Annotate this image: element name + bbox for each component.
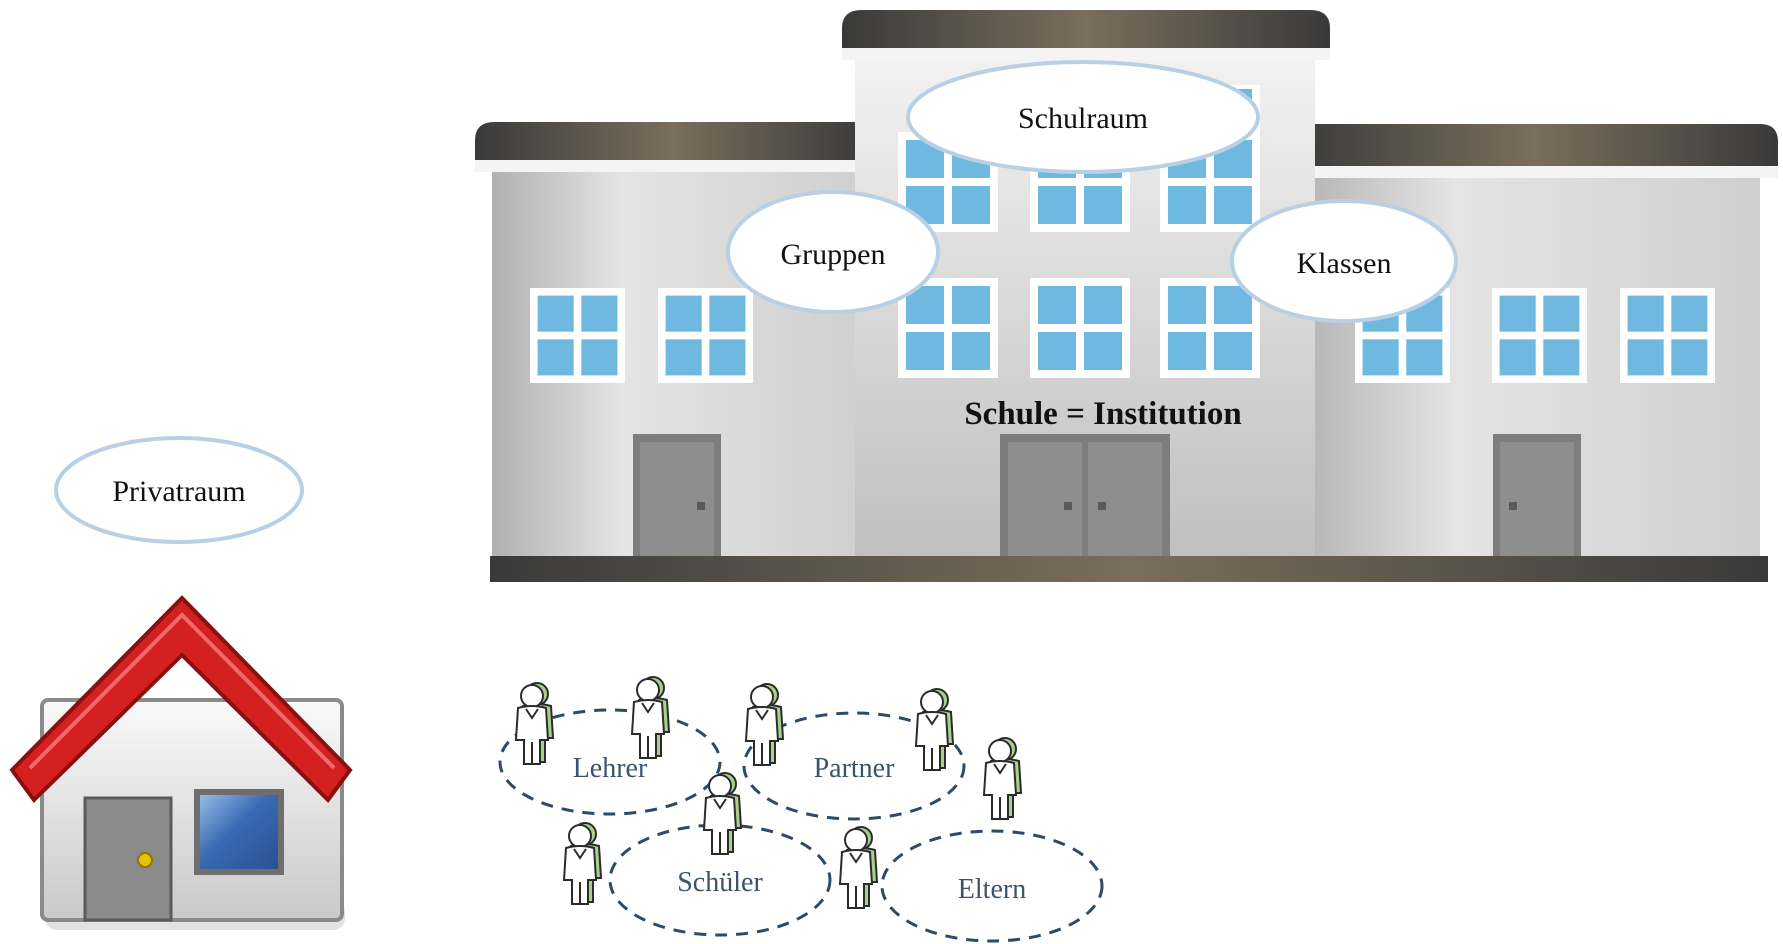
person-icon bbox=[915, 688, 954, 771]
bubble-gruppen-label: Gruppen bbox=[781, 238, 886, 271]
school-window bbox=[1030, 278, 1130, 378]
person-icon bbox=[563, 822, 602, 905]
group-lehrer: Lehrer bbox=[498, 708, 722, 816]
group-partner: Partner bbox=[742, 711, 966, 821]
school-window bbox=[1160, 278, 1260, 378]
bubble-klassen-label: Klassen bbox=[1297, 247, 1392, 280]
group-eltern-label: Eltern bbox=[958, 874, 1026, 905]
house-icon bbox=[9, 595, 353, 930]
person-icon bbox=[745, 683, 784, 766]
institution-label: Schule = Institution bbox=[964, 396, 1241, 432]
school-window bbox=[658, 288, 753, 383]
school-right-door bbox=[1493, 434, 1581, 559]
school-left-door bbox=[633, 434, 721, 559]
school-main-door bbox=[1000, 434, 1170, 559]
group-schueler-label: Schüler bbox=[677, 867, 763, 898]
person-icon bbox=[631, 676, 670, 759]
bubble-schulraum: Schulraum bbox=[906, 60, 1260, 174]
bubble-klassen: Klassen bbox=[1230, 199, 1458, 323]
group-lehrer-label: Lehrer bbox=[573, 753, 648, 784]
school-window bbox=[1492, 288, 1587, 383]
person-icon bbox=[839, 826, 878, 909]
school-window bbox=[530, 288, 625, 383]
group-partner-label: Partner bbox=[814, 753, 896, 784]
bubble-gruppen: Gruppen bbox=[726, 190, 940, 314]
school-center-roof bbox=[842, 10, 1330, 50]
school-left-roof bbox=[475, 122, 870, 160]
school-window bbox=[1620, 288, 1715, 383]
person-icon bbox=[703, 772, 742, 855]
bubble-privatraum: Privatraum bbox=[54, 436, 304, 544]
group-eltern: Eltern bbox=[880, 829, 1104, 943]
bubble-schulraum-label: Schulraum bbox=[1018, 102, 1148, 135]
school-ground bbox=[490, 556, 1768, 582]
bubble-privatraum-label: Privatraum bbox=[112, 475, 245, 508]
school-right-roof bbox=[1290, 124, 1778, 168]
person-icon bbox=[983, 737, 1022, 820]
person-icon bbox=[515, 682, 554, 765]
